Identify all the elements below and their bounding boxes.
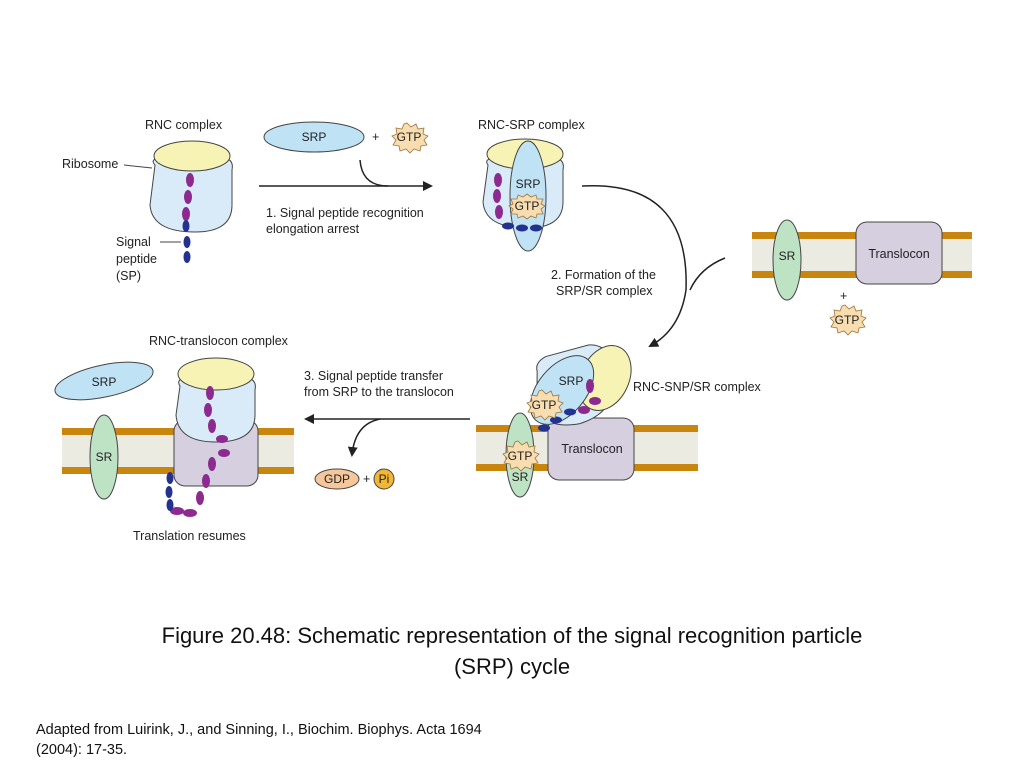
nascent-peptide-rnc-srp — [493, 173, 542, 232]
caption-line2: (SRP) cycle — [453, 654, 571, 679]
gtp-srp-label: GTP — [515, 199, 540, 213]
nascent-peptide-snp-sr — [538, 379, 601, 432]
step2-text-line1: 2. Formation of the — [551, 268, 656, 282]
rnc-complex-label: RNC complex — [145, 118, 223, 132]
gtp-badge-mid-upper: GTP — [526, 389, 564, 421]
credit-line1: Adapted from Luirink, J., and Sinning, I… — [36, 722, 482, 738]
sr-mid-label: SR — [512, 470, 529, 484]
srp-mid-label: SRP — [559, 374, 584, 388]
gtp-badge-srp: GTP — [508, 193, 546, 220]
peptide-label: peptide — [116, 252, 157, 266]
signal-label: Signal — [116, 235, 151, 249]
srp-free-bottom: SRP — [54, 361, 154, 401]
srp-bottom-label: SRP — [92, 375, 117, 389]
plus-sign: + — [372, 130, 379, 144]
sp-label: (SP) — [116, 269, 141, 283]
gtp-badge-top: GTP — [391, 122, 429, 154]
step2-arrow — [581, 184, 687, 347]
credit-line2: (2004): 17-35. — [36, 742, 128, 758]
step3-text-line1: 3. Signal peptide transfer — [304, 369, 443, 383]
srp-cycle-diagram: RNC complex Ribosome Signal peptide (SP)… — [54, 118, 972, 543]
ribosome-label: Ribosome — [62, 157, 118, 171]
rnc-translocon-complex-label: RNC-translocon complex — [149, 334, 289, 348]
gtp-right-label: GTP — [835, 313, 860, 327]
sr-receptor-bottom: SR — [89, 414, 119, 500]
caption-line1: Figure 20.48: Schematic representation o… — [161, 623, 863, 648]
translocon-snp-sr: Translocon — [547, 417, 635, 481]
ribosome-pointer — [123, 164, 153, 169]
plus-sign-right: + — [840, 289, 847, 303]
ribosome-rnc-translocon — [175, 357, 256, 443]
step1-text-line2: elongation arrest — [266, 222, 360, 236]
gdp-label: GDP — [324, 472, 350, 486]
srp-free-top: SRP — [263, 121, 365, 153]
step2-text-line2: SRP/SR complex — [556, 284, 653, 298]
step3-arrow — [304, 414, 470, 457]
translation-resumes-label: Translation resumes — [133, 529, 246, 543]
gdp-badge: GDP — [314, 468, 360, 490]
step2-merge-arrow — [689, 257, 726, 291]
gtp-mid-lower-label: GTP — [508, 449, 533, 463]
sr-top-label: SR — [779, 249, 796, 263]
gtp-badge-right: GTP — [829, 304, 867, 336]
step1-text-line1: 1. Signal peptide recognition — [266, 206, 424, 220]
translocon-mid-label: Translocon — [561, 442, 622, 456]
nascent-peptide-rnc — [182, 173, 194, 263]
source-credit: Adapted from Luirink, J., and Sinning, I… — [36, 720, 596, 760]
rnc-srp-complex-label: RNC-SRP complex — [478, 118, 585, 132]
pi-badge: Pi — [373, 468, 395, 490]
step1-arrow — [259, 159, 433, 191]
srp-bound-label: SRP — [516, 177, 541, 191]
step3-text-line2: from SRP to the translocon — [304, 385, 454, 399]
sr-bottom-label: SR — [96, 450, 113, 464]
translocon-top-label: Translocon — [868, 247, 929, 261]
figure-caption: Figure 20.48: Schematic representation o… — [60, 620, 964, 682]
rnc-snp-sr-complex-label: RNC-SNP/SR complex — [633, 380, 762, 394]
gtp-mid-upper-label: GTP — [532, 398, 557, 412]
translocon-top: Translocon — [855, 221, 943, 285]
plus-sign-bottom: + — [363, 472, 370, 486]
pi-label: Pi — [379, 472, 390, 486]
gtp-label: GTP — [397, 130, 422, 144]
nascent-peptide-translocon — [165, 386, 230, 517]
gtp-badge-mid-lower: GTP — [502, 440, 540, 472]
sr-receptor-top: SR — [772, 219, 802, 301]
srp-label: SRP — [302, 130, 327, 144]
